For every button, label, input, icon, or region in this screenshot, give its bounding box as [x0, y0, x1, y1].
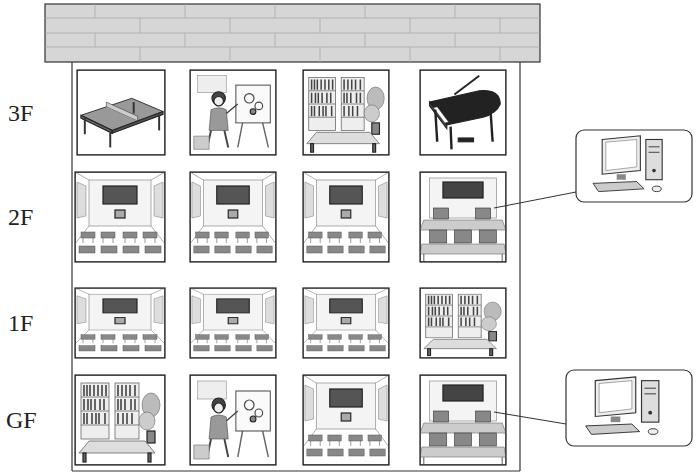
floor-label: 3F: [8, 101, 33, 125]
floor-label: GF: [6, 408, 37, 432]
floor-label: 2F: [8, 205, 33, 229]
floor-label: 1F: [8, 311, 33, 335]
